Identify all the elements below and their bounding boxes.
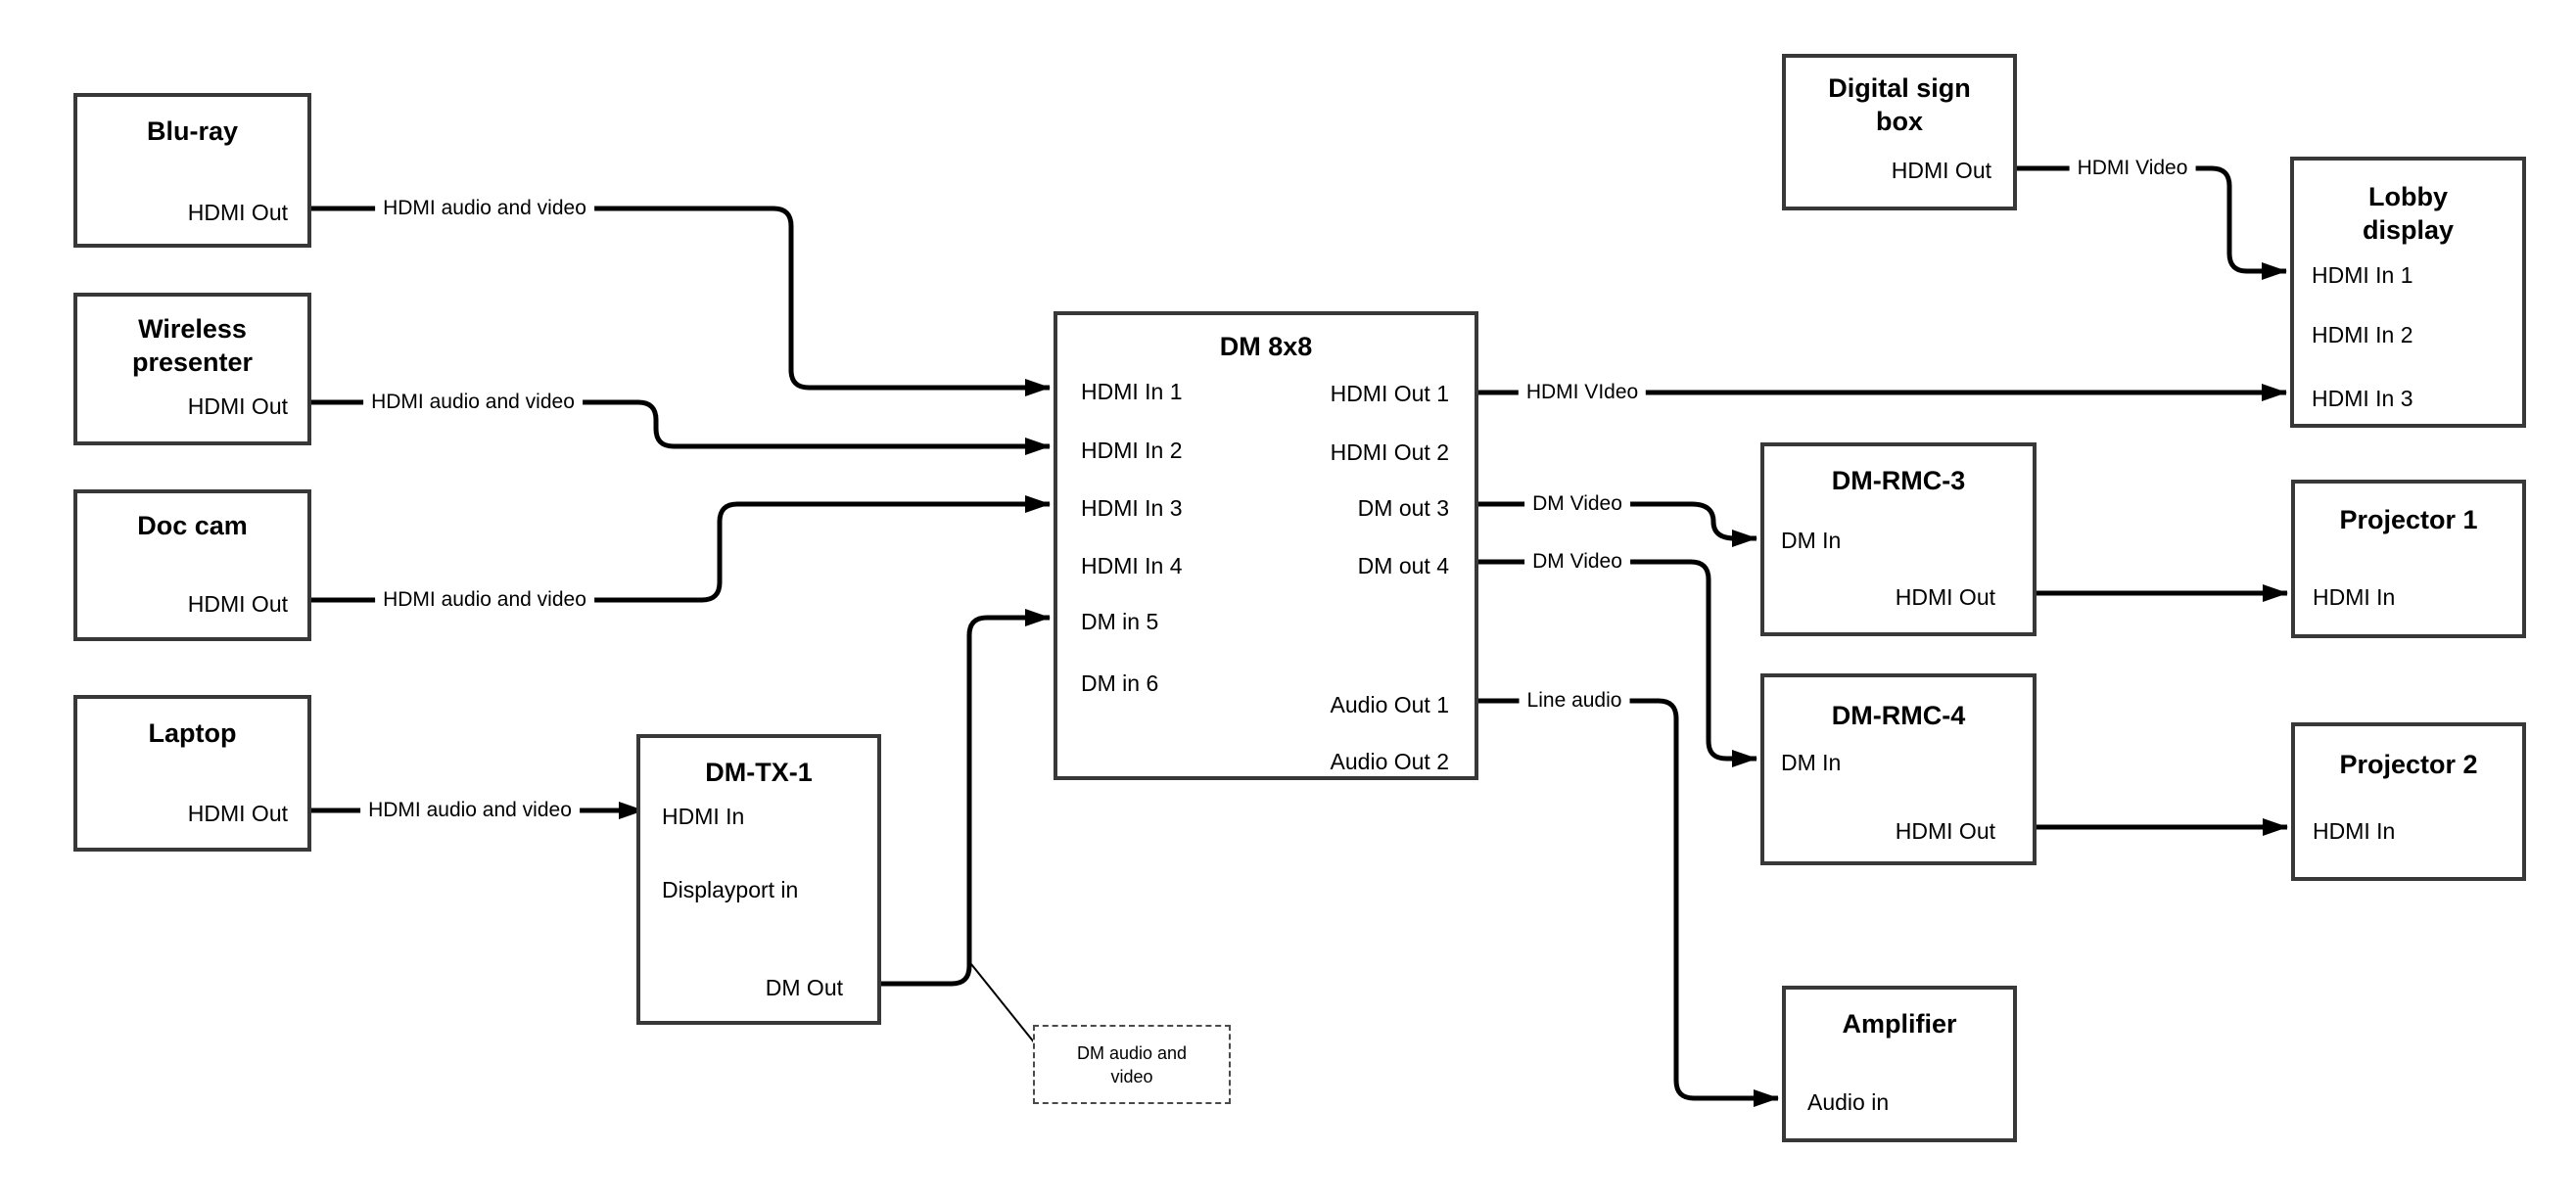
node-title: Lobby display — [2362, 182, 2455, 245]
port-dm-out: DM Out — [765, 975, 843, 1000]
port-hdmi-in-2: HDMI In 2 — [1081, 438, 1183, 463]
wire-label-line-audio: Line audio — [1519, 688, 1630, 714]
wire-label-bluray: HDMI audio and video — [375, 196, 594, 221]
wire-dm8x8-out4-to-rmc4 — [1459, 559, 1757, 767]
port-hdmi-out: HDMI Out — [1895, 584, 1995, 610]
port-hdmi-out: HDMI Out — [1895, 818, 1995, 844]
port-hdmi-in-3: HDMI In 3 — [1081, 495, 1183, 521]
wire-label-laptop: HDMI audio and video — [360, 798, 580, 823]
callout-text: DM audio and video — [1076, 1042, 1188, 1086]
wire-label-hdmi-video-out1: HDMI VIdeo — [1518, 380, 1647, 405]
node-dm-rmc-4: DM-RMC-4 DM In HDMI Out — [1760, 673, 2037, 865]
callout-leader-line — [970, 963, 1036, 1044]
callout-dm-audio-video: DM audio and video — [1033, 1025, 1231, 1104]
wire-label-dm-video-4: DM Video — [1524, 549, 1630, 575]
port-hdmi-in: HDMI In — [2313, 818, 2396, 844]
node-bluray: Blu-ray HDMI Out — [73, 93, 311, 248]
port-dm-in-6: DM in 6 — [1081, 670, 1159, 696]
port-displayport-in: Displayport in — [662, 877, 799, 902]
node-wireless-presenter: Wireless presenter HDMI Out — [73, 293, 311, 445]
node-title: Doc cam — [137, 511, 248, 540]
port-hdmi-out: HDMI Out — [187, 200, 288, 225]
wire-label-hdmi-video: HDMI Video — [2069, 156, 2196, 181]
port-hdmi-out-1: HDMI Out 1 — [1330, 381, 1449, 406]
node-title: DM-RMC-4 — [1831, 701, 1966, 730]
node-title: Digital sign box — [1828, 73, 1971, 136]
wire-doccam-to-dm8x8-in3 — [311, 495, 1051, 603]
port-hdmi-in: HDMI In — [662, 804, 745, 829]
wire-label-dm-video-3: DM Video — [1524, 491, 1630, 517]
port-dm-out-4: DM out 4 — [1357, 553, 1449, 578]
port-hdmi-out: HDMI Out — [187, 393, 288, 419]
node-title: Laptop — [148, 718, 237, 748]
wire-dmtx1-to-dm8x8-in5 — [881, 609, 1051, 987]
node-digital-sign-box: Digital sign box HDMI Out — [1782, 54, 2017, 210]
port-dm-in-5: DM in 5 — [1081, 609, 1159, 634]
wire-dm8x8-audio1-to-amplifier — [1459, 698, 1779, 1107]
port-audio-out-2: Audio Out 2 — [1330, 749, 1449, 774]
node-title: Projector 1 — [2339, 505, 2478, 534]
node-title: DM-TX-1 — [705, 758, 813, 787]
node-title: Blu-ray — [146, 116, 239, 146]
port-hdmi-in-4: HDMI In 4 — [1081, 553, 1183, 578]
node-dm-8x8: DM 8x8 HDMI In 1 HDMI In 2 HDMI In 3 HDM… — [1054, 311, 1478, 780]
port-dm-in: DM In — [1781, 528, 1842, 553]
node-projector-2: Projector 2 HDMI In — [2291, 722, 2526, 881]
wire-wireless-to-dm8x8-in2 — [311, 399, 1051, 455]
port-hdmi-out: HDMI Out — [187, 801, 288, 826]
node-title: Wireless presenter — [131, 314, 254, 377]
node-amplifier: Amplifier Audio in — [1782, 986, 2017, 1142]
port-audio-out-1: Audio Out 1 — [1330, 692, 1449, 717]
node-title: DM 8x8 — [1219, 332, 1313, 361]
port-hdmi-out: HDMI Out — [187, 591, 288, 617]
port-dm-in: DM In — [1781, 750, 1842, 775]
node-laptop: Laptop HDMI Out — [73, 695, 311, 852]
port-audio-in: Audio in — [1807, 1089, 1890, 1115]
port-hdmi-in-1: HDMI In 1 — [1081, 379, 1183, 404]
port-hdmi-in-3: HDMI In 3 — [2312, 386, 2413, 411]
wire-dm8x8-out3-to-rmc3 — [1459, 501, 1757, 547]
wire-bluray-to-dm8x8-in1 — [311, 206, 1051, 396]
wire-digsign-to-lobby-in1 — [2017, 165, 2287, 280]
node-title: Amplifier — [1842, 1009, 1957, 1039]
port-hdmi-out: HDMI Out — [1891, 158, 1991, 183]
node-title: Projector 2 — [2339, 750, 2478, 779]
port-dm-out-3: DM out 3 — [1357, 495, 1449, 521]
port-hdmi-in-2: HDMI In 2 — [2312, 322, 2413, 347]
node-dm-tx-1: DM-TX-1 HDMI In Displayport in DM Out — [636, 734, 881, 1025]
wire-label-doccam: HDMI audio and video — [375, 587, 594, 613]
port-hdmi-in-1: HDMI In 1 — [2312, 262, 2413, 288]
node-projector-1: Projector 1 HDMI In — [2291, 480, 2526, 638]
wire-label-wireless: HDMI audio and video — [363, 390, 583, 415]
port-hdmi-in: HDMI In — [2313, 584, 2396, 610]
node-dm-rmc-3: DM-RMC-3 DM In HDMI Out — [1760, 442, 2037, 636]
node-doc-cam: Doc cam HDMI Out — [73, 489, 311, 641]
port-hdmi-out-2: HDMI Out 2 — [1330, 439, 1449, 465]
node-title: DM-RMC-3 — [1831, 466, 1966, 495]
node-lobby-display: Lobby display HDMI In 1 HDMI In 2 HDMI I… — [2290, 157, 2526, 428]
